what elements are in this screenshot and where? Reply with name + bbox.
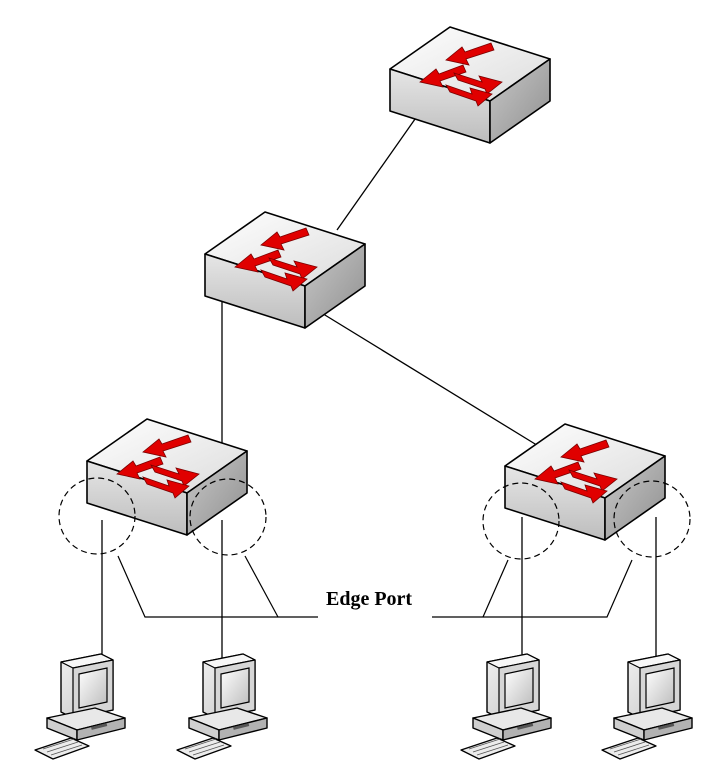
edge-port-callout <box>117 555 633 618</box>
edge-port-circle <box>58 477 136 555</box>
link-distribution-access-right <box>319 311 541 448</box>
access-switch-left-icon <box>86 418 248 536</box>
edge-port-markers <box>58 477 691 560</box>
link-core-distribution <box>336 111 421 231</box>
access-switch-right-icon <box>504 423 666 541</box>
pc-1-icon <box>34 653 126 760</box>
core-switch-icon <box>389 26 551 144</box>
pc-3-icon <box>460 653 552 760</box>
edge-port-circle <box>189 478 267 556</box>
pc-4-icon <box>601 653 693 760</box>
edge-port-circle <box>482 482 560 560</box>
edge-port-label: Edge Port <box>326 588 412 610</box>
edge-port-circle <box>613 480 691 558</box>
pc-2-icon <box>176 653 268 760</box>
links <box>101 111 657 670</box>
distribution-switch-icon <box>204 211 366 329</box>
